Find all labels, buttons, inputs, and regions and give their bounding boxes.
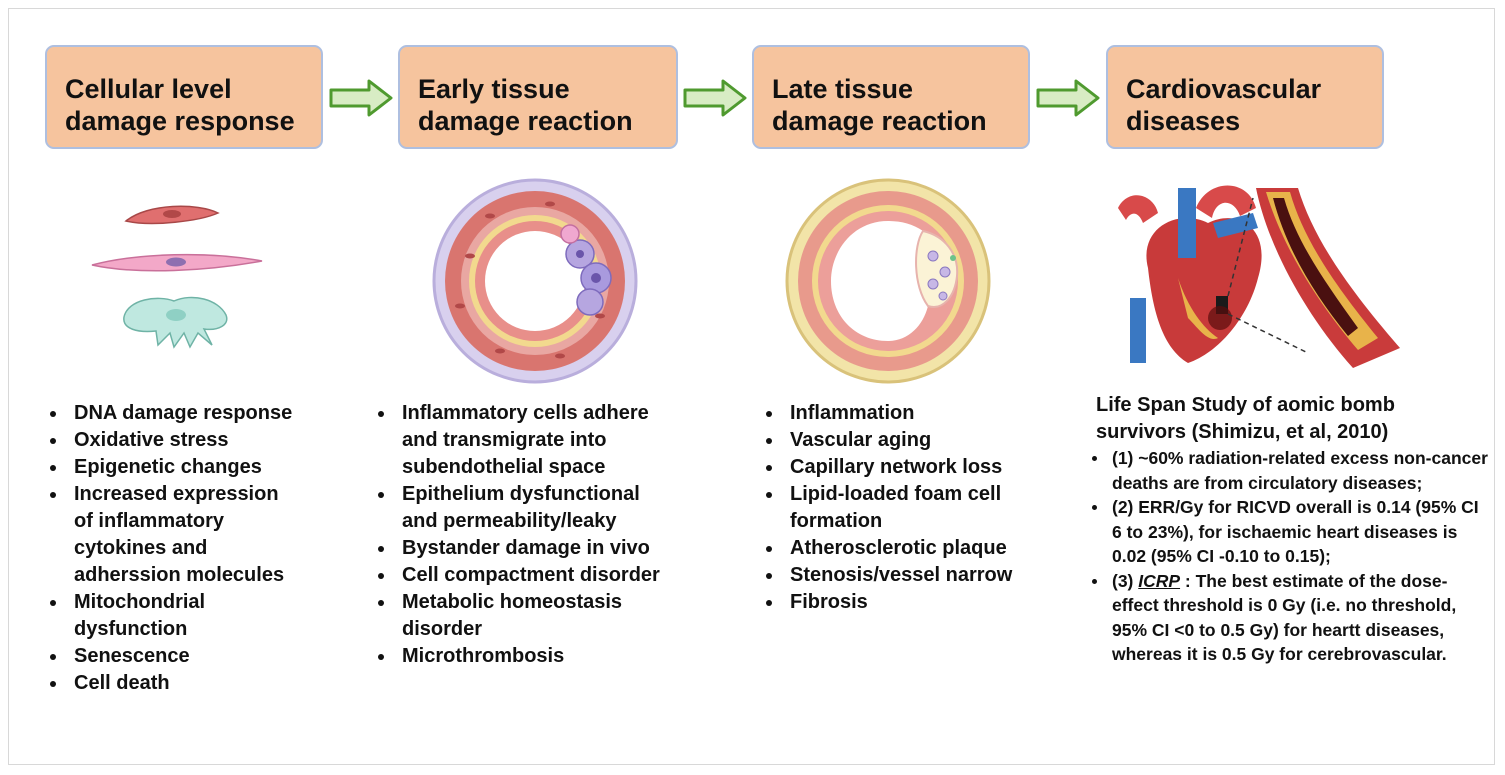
stage-late-box: Late tissue damage reaction [752,45,1030,149]
early-item-cont: subendothelial space [402,456,606,478]
stage-cellular-line1: Cellular level [65,74,232,104]
early-item: Inflammatory cells adhere [378,400,752,427]
late-item: Vascular aging [766,427,1110,454]
study-point-1: (1) ~60% radiation-related excess non-ca… [1092,446,1492,495]
late-item: Capillary network loss [766,454,1110,481]
cells-illustration [91,205,263,349]
cellular-item: Increased expression [50,481,394,508]
cellular-item-cont: adherssion molecules [74,564,285,586]
late-vessel-illustration [785,178,991,384]
heart-illustration [1118,185,1400,368]
late-list: Inflammation Vascular aging Capillary ne… [762,400,1110,616]
late-item: Stenosis/vessel narrow [766,562,1110,589]
cellular-item: Epigenetic changes [50,454,394,481]
flow-arrow-3 [1036,79,1100,117]
late-item: Inflammation [766,400,1110,427]
stage-late-line1: Late tissue [772,74,914,104]
stage-early-line1: Early tissue [418,74,570,104]
early-item: Epithelium dysfunctional [378,481,752,508]
stage-early-line2: damage reaction [418,106,633,136]
endothelial-cell-icon [91,253,263,272]
early-item-cont: disorder [402,618,483,640]
smooth-muscle-cell-icon [124,205,220,225]
stage-late-line2: damage reaction [772,106,987,136]
cellular-item-cont: dysfunction [74,618,188,640]
flow-arrow-2 [683,79,747,117]
artery-plaque-icon [1256,188,1400,368]
early-vessel-illustration [432,178,638,384]
late-item: Lipid-loaded foam cell [766,481,1110,508]
late-item: Atherosclerotic plaque [766,535,1110,562]
early-list: Inflammatory cells adhere and transmigra… [374,400,752,670]
study-point-3: (3) ICRP : The best estimate of the dose… [1092,569,1492,667]
fibroblast-cell-icon [123,296,228,349]
study-point-3-text: : The best estimate of the dose-effect t… [1112,570,1457,665]
study-title-line2: survivors (Shimizu, et al, 2010) [1096,421,1389,443]
cellular-item: Senescence [50,643,394,670]
stage-early-box: Early tissue damage reaction [398,45,678,149]
early-item: Microthrombosis [378,643,752,670]
study-point-2: (2) ERR/Gy for RICVD overall is 0.14 (95… [1092,495,1492,569]
late-item: Fibrosis [766,589,1110,616]
cellular-item-cont: of inflammatory [74,510,225,532]
stage-cardio-line2: diseases [1126,106,1241,136]
cellular-item: DNA damage response [50,400,394,427]
inflammatory-cells-icon [560,224,612,316]
flow-arrow-1 [329,79,393,117]
study-title: Life Span Study of aomic bomb survivors … [1096,392,1486,446]
cellular-item: Mitochondrial [50,589,394,616]
stage-cardio-box: Cardiovascular diseases [1106,45,1384,149]
study-point-3-prefix: (3) [1112,570,1139,591]
stage-cardio-line1: Cardiovascular [1126,74,1322,104]
cellular-list: DNA damage response Oxidative stress Epi… [46,400,394,697]
early-item: Metabolic homeostasis [378,589,752,616]
cellular-item-cont: cytokines and [74,537,208,559]
heart-icon [1118,185,1262,363]
late-item-cont: formation [790,510,883,532]
study-points: (1) ~60% radiation-related excess non-ca… [1084,446,1492,667]
cellular-item: Cell death [50,670,394,697]
icrp-link[interactable]: ICRP [1138,570,1181,591]
figure-frame [8,8,1495,765]
stage-cellular-box: Cellular level damage response [45,45,323,149]
study-title-line1: Life Span Study of aomic bomb [1096,394,1395,416]
early-item-cont: and transmigrate into [402,429,607,451]
plaque-icon [915,229,959,308]
stage-cellular-line2: damage response [65,106,295,136]
early-item-cont: and permeability/leaky [402,510,617,532]
early-item: Cell compactment disorder [378,562,752,589]
early-item: Bystander damage in vivo [378,535,752,562]
cellular-item: Oxidative stress [50,427,394,454]
